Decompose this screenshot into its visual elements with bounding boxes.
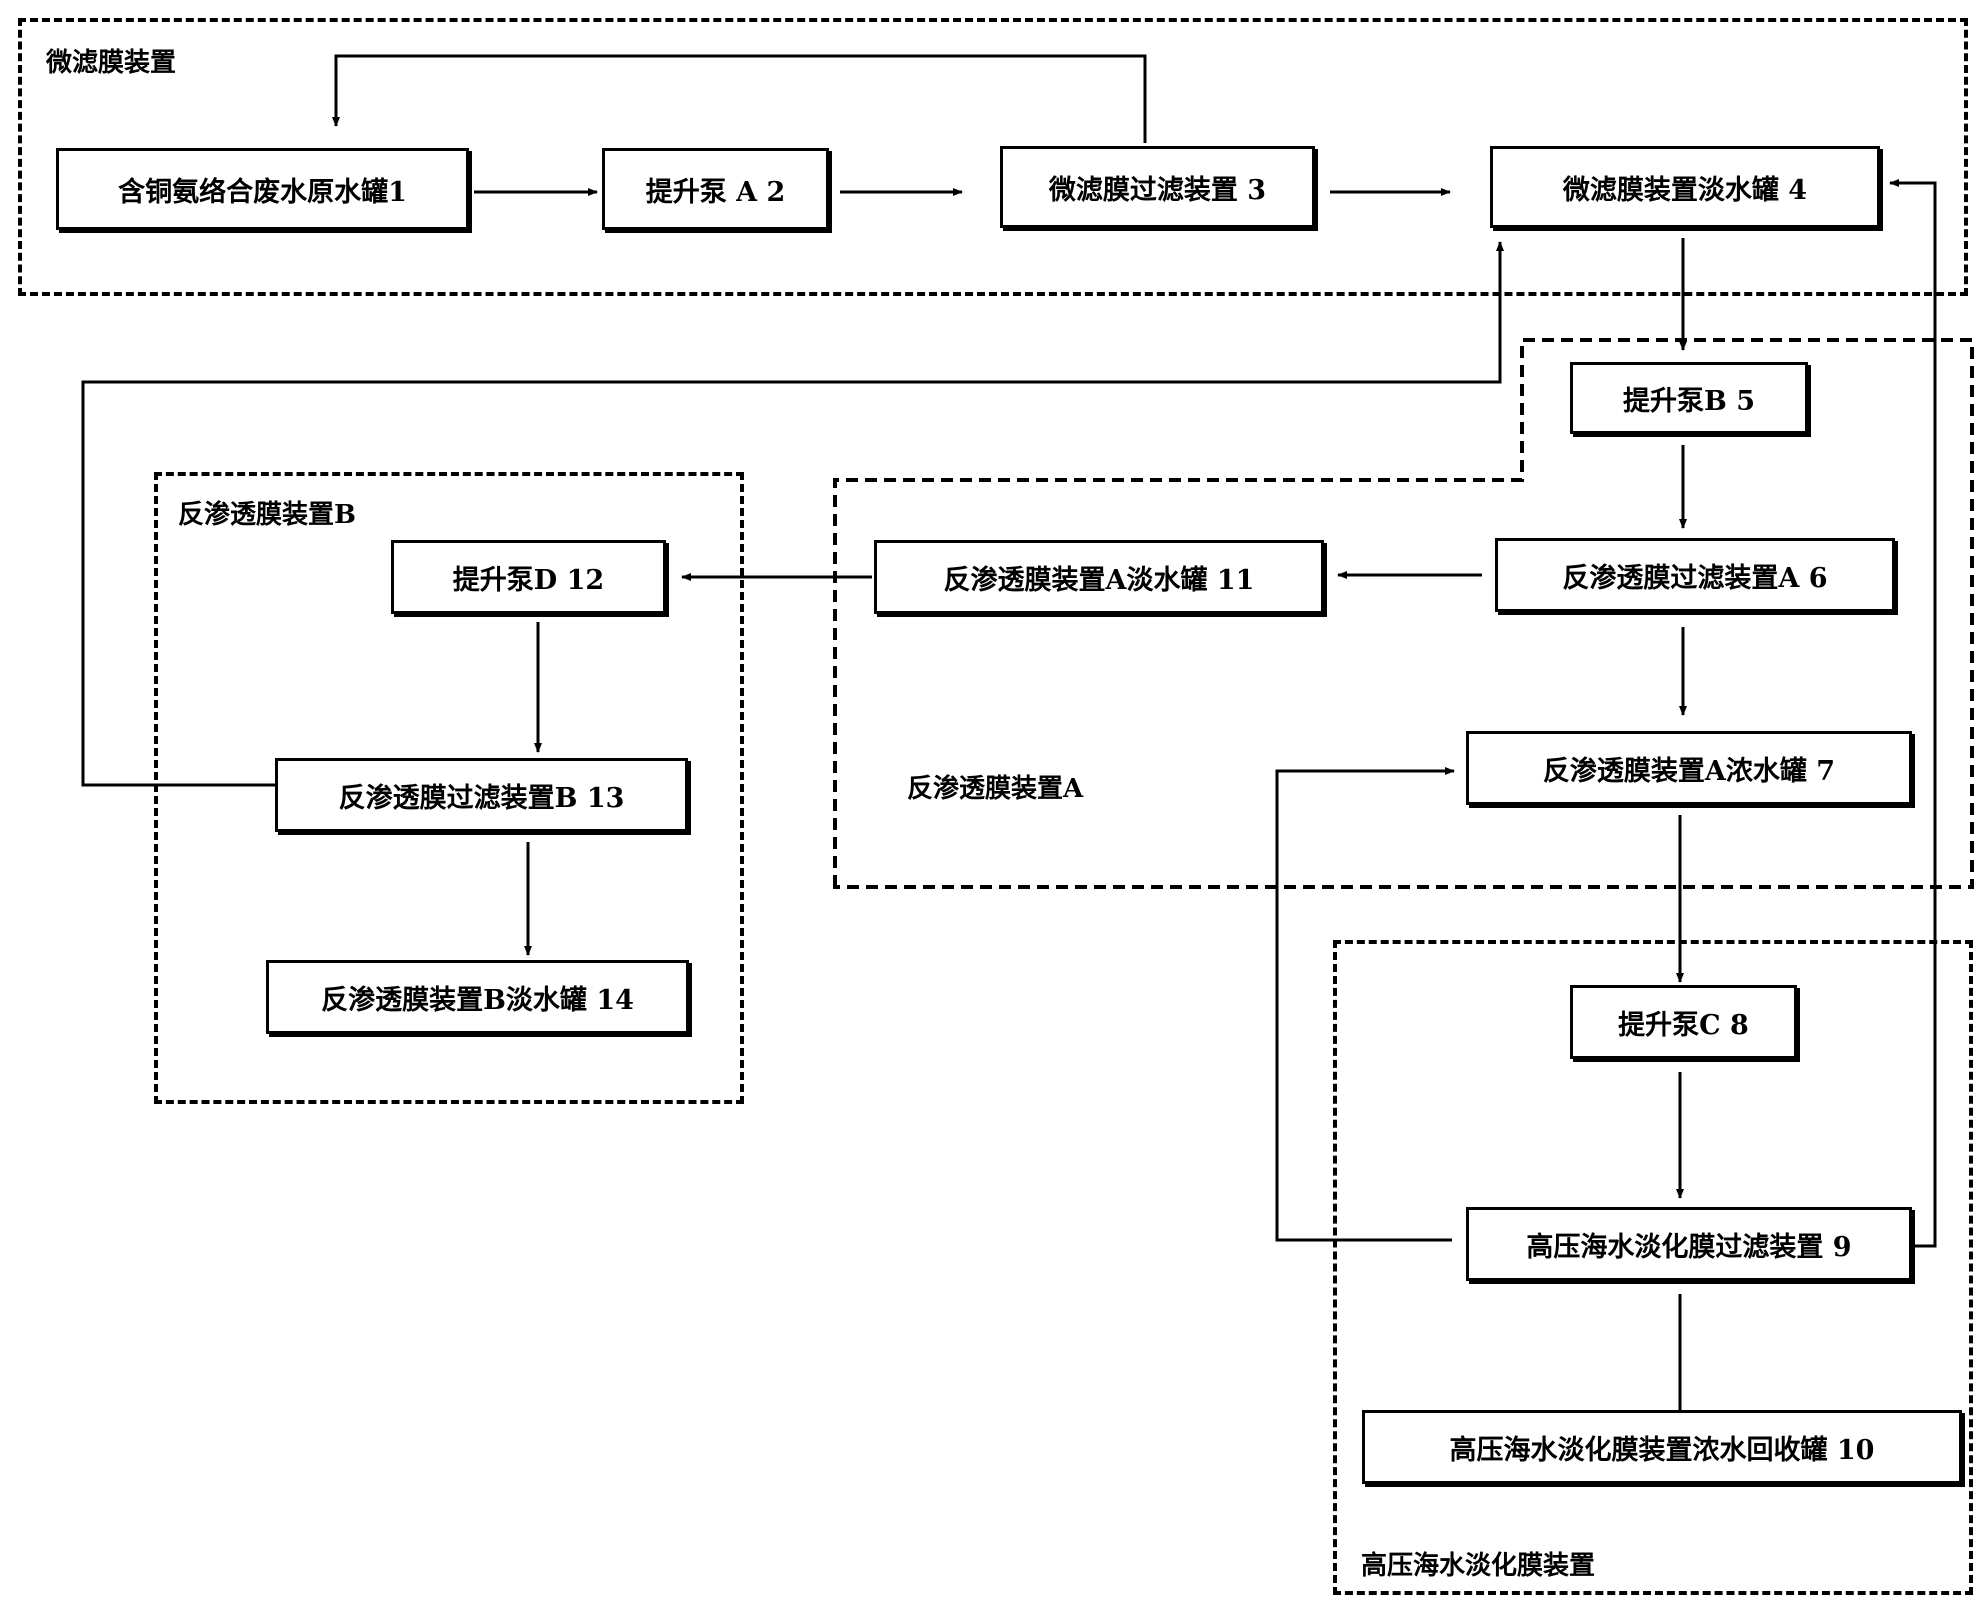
group-microfiltration-frame [18,18,1968,296]
node-microfiltration-device-3: 微滤膜过滤装置 3 [1000,146,1315,228]
node-lift-pump-a-2: 提升泵 A 2 [602,148,829,230]
edge-13-4-recycle [81,241,1504,787]
node-lift-pump-b-5: 提升泵B 5 [1570,362,1808,434]
group-label-ro-b: 反渗透膜装置B [178,500,356,530]
node-raw-water-tank-1: 含铜氨络合废水原水罐1 [56,148,469,230]
node-ro-b-fresh-water-tank-14: 反渗透膜装置B淡水罐 14 [266,960,689,1034]
group-hp-frame [1333,940,1973,1595]
edge-9-7-recycle [1275,767,1455,1242]
node-mf-fresh-water-tank-4: 微滤膜装置淡水罐 4 [1490,146,1880,228]
group-label-microfiltration: 微滤膜装置 [46,48,177,78]
group-ro-b-frame [154,472,744,1104]
edge-9-4-recycle [1889,179,1937,1248]
node-lift-pump-d-12: 提升泵D 12 [391,540,666,614]
node-ro-a-fresh-water-tank-11: 反渗透膜装置A淡水罐 11 [874,540,1324,614]
group-label-hp: 高压海水淡化膜装置 [1361,1551,1596,1581]
node-ro-filter-b-13: 反渗透膜过滤装置B 13 [275,758,688,832]
node-lift-pump-c-8: 提升泵C 8 [1570,985,1797,1059]
edge-3-1-recycle [332,54,1147,143]
node-hp-desal-filter-9: 高压海水淡化膜过滤装置 9 [1466,1207,1912,1281]
node-ro-a-concentrate-tank-7: 反渗透膜装置A浓水罐 7 [1466,731,1912,805]
node-ro-filter-a-6: 反渗透膜过滤装置A 6 [1495,538,1895,612]
group-label-ro-a: 反渗透膜装置A [907,774,1084,804]
node-hp-concentrate-tank-10: 高压海水淡化膜装置浓水回收罐 10 [1362,1410,1962,1484]
group-ro-a-frame [833,338,1974,889]
